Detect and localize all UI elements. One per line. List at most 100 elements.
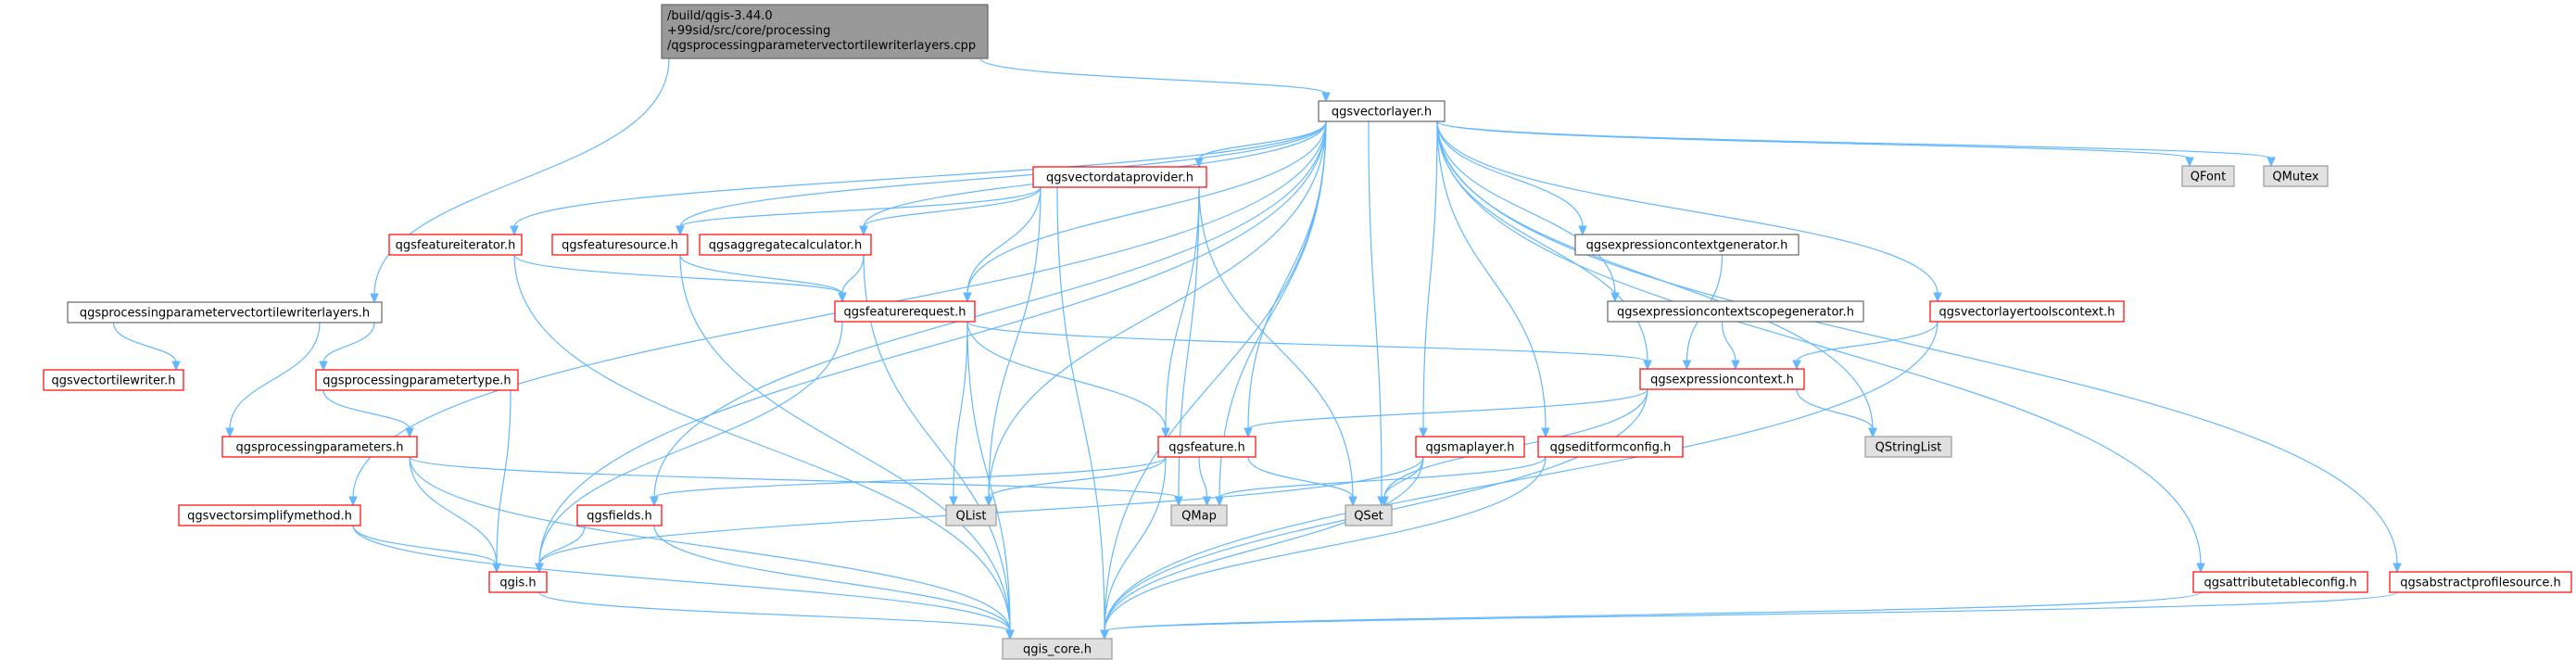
edge-arrowhead — [676, 225, 685, 236]
edge-featreq-to-qgis — [538, 321, 843, 565]
edge-arrowhead — [838, 292, 847, 303]
node-label: qgsfields.h — [587, 510, 651, 524]
node-box — [1170, 504, 1228, 526]
node-qmap[interactable]: QMap — [1170, 504, 1228, 526]
node-absprof[interactable]: qgsabstractprofilesource.h — [2389, 571, 2572, 593]
node-ppvtwl[interactable]: qgsprocessingparametervectortilewriterla… — [67, 301, 383, 323]
node-box — [2192, 571, 2368, 593]
edge-simplify-to-qgiscore — [352, 525, 1011, 632]
node-qstringlist[interactable]: QStringList — [1864, 436, 1952, 458]
node-qset[interactable]: QSet — [1345, 504, 1393, 526]
edge-featreq-to-qlist — [953, 321, 968, 499]
node-box — [1607, 300, 1864, 323]
edge-ppvtwl-to-vtwriter — [112, 322, 177, 363]
edge-arrowhead — [949, 496, 958, 507]
edge-featreq-to-exprctx — [966, 321, 1648, 362]
node-label: qgis.h — [499, 577, 536, 590]
edge-pptype-to-pparams — [322, 389, 410, 430]
node-box — [945, 504, 997, 526]
node-label: qgsvectorsimplifymethod.h — [187, 510, 352, 524]
node-box — [661, 4, 989, 59]
node-label: QMutex — [2272, 171, 2319, 184]
node-label: qgsvectordataprovider.h — [1046, 171, 1193, 185]
node-vectorlayer[interactable]: qgsvectorlayer.h — [1318, 100, 1446, 122]
edge-featiter-to-qgiscore — [513, 254, 1011, 632]
node-maplayer[interactable]: qgsmaplayer.h — [1415, 436, 1525, 458]
node-box — [1032, 166, 1207, 188]
node-label: qgsabstractprofilesource.h — [2400, 577, 2561, 590]
edge-vdp-to-featsrc — [679, 186, 1042, 228]
edge-feature-to-qlist — [988, 456, 1167, 499]
edge-vectorlayer-to-exprscopegen — [1436, 120, 1616, 295]
node-qgiscore[interactable]: qgis_core.h — [1002, 638, 1113, 660]
edge-arrowhead — [1380, 496, 1389, 507]
node-box — [834, 300, 976, 323]
node-exprctxgen[interactable]: qgsexpressioncontextgenerator.h — [1574, 234, 1799, 256]
edge-arrowhead — [1348, 496, 1357, 507]
edge-featsrc-to-qgiscore — [679, 254, 1011, 632]
node-box — [1574, 234, 1799, 256]
node-feature[interactable]: qgsfeature.h — [1157, 436, 1256, 458]
node-exprscopegen[interactable]: qgsexpressioncontextscopegenerator.h — [1607, 300, 1864, 323]
node-qmutex[interactable]: QMutex — [2263, 165, 2329, 187]
node-exprctx[interactable]: qgsexpressioncontext.h — [1639, 368, 1805, 390]
edge-feature-to-qset — [1247, 456, 1354, 499]
node-vltoolsctx[interactable]: qgsvectorlayertoolscontext.h — [1929, 300, 2125, 323]
node-label: qgsaggregatecalculator.h — [709, 239, 862, 253]
edge-pptype-to-qgis — [496, 389, 511, 565]
edge-exprctx-to-qstringlist — [1796, 388, 1874, 430]
node-label: +99sid/src/core/processing — [667, 24, 830, 38]
edge-arrowhead — [1578, 225, 1587, 236]
node-aggcalc[interactable]: qgsaggregatecalculator.h — [699, 234, 872, 256]
edge-vectorlayer-to-exprctxgen — [1436, 120, 1584, 228]
edge-feature-to-qgiscore — [1104, 456, 1167, 632]
edge-arrowhead — [1215, 496, 1224, 507]
edge-vectorlayer-to-attrtable — [1436, 120, 2202, 565]
node-vdp[interactable]: qgsvectordataprovider.h — [1032, 166, 1207, 188]
node-editform[interactable]: qgseditformconfig.h — [1537, 436, 1684, 458]
edge-arrowhead — [405, 427, 414, 438]
node-qfont[interactable]: QFont — [2181, 165, 2235, 187]
node-pptype[interactable]: qgsprocessingparametertype.h — [315, 369, 519, 391]
edge-arrowhead — [1682, 360, 1692, 371]
edge-ppvtwl-to-pparams — [229, 322, 321, 430]
edge-vectorlayer-to-fields — [653, 120, 1327, 499]
edge-arrowhead — [319, 361, 328, 372]
node-box — [67, 301, 383, 323]
edge-vectorlayer-to-qlist — [988, 120, 1327, 499]
node-featiter[interactable]: qgsfeatureiterator.h — [388, 234, 523, 256]
node-featsrc[interactable]: qgsfeaturesource.h — [551, 234, 688, 256]
node-qgis[interactable]: qgis.h — [488, 571, 548, 593]
node-simplify[interactable]: qgsvectorsimplifymethod.h — [178, 504, 361, 526]
edge-aggcalc-to-featreq — [841, 254, 865, 295]
node-qlist[interactable]: QList — [945, 504, 997, 526]
node-box — [1318, 100, 1446, 122]
edge-vectorlayer-to-vltoolsctx — [1436, 120, 1938, 295]
edge-vectorlayer-to-qgis — [538, 120, 1327, 565]
edge-arrowhead — [1005, 629, 1015, 640]
edge-arrowhead — [1194, 158, 1204, 169]
edge-feature-to-qmap — [1198, 456, 1208, 499]
edge-arrowhead — [370, 293, 379, 304]
node-box — [315, 369, 519, 391]
edge-fields-to-qgiscore — [653, 525, 1011, 632]
edge-vectorlayer-to-featreq — [966, 120, 1327, 295]
node-pparams[interactable]: qgsprocessingparameters.h — [221, 436, 418, 458]
edge-feature-to-fields — [653, 456, 1167, 499]
node-attrtable[interactable]: qgsattributetableconfig.h — [2192, 571, 2368, 593]
edge-vltoolsctx-to-qgiscore — [1104, 321, 1938, 632]
node-root[interactable]: /build/qgis-3.44.0+99sid/src/core/proces… — [661, 4, 989, 59]
edge-vdp-to-aggcalc — [863, 186, 1042, 228]
edge-arrowhead — [984, 496, 993, 507]
node-featreq[interactable]: qgsfeaturerequest.h — [834, 300, 976, 323]
edge-arrowhead — [1643, 360, 1652, 371]
node-fields[interactable]: qgsfields.h — [576, 504, 663, 526]
node-box — [2389, 571, 2572, 593]
node-label: qgsfeaturerequest.h — [844, 306, 966, 320]
edge-root-to-vectorlayer — [979, 57, 1327, 95]
node-vtwriter[interactable]: qgsvectortilewriter.h — [43, 369, 184, 391]
node-box — [1415, 436, 1525, 458]
edge-editform-to-qgiscore — [1104, 456, 1547, 632]
edge-exprctx-to-feature — [1247, 388, 1648, 430]
